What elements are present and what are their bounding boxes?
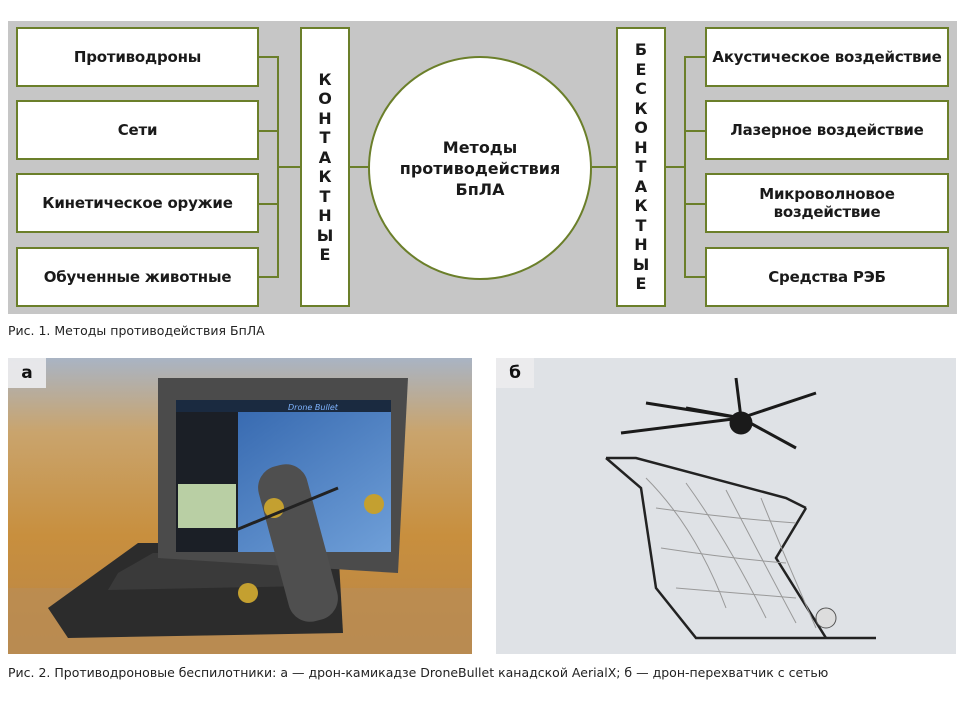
connector — [277, 56, 279, 278]
connector — [684, 56, 706, 58]
contact-item-kinetic: Кинетическое оружие — [16, 173, 259, 233]
noncontact-letter: А — [634, 176, 648, 196]
noncontact-letter: Б — [634, 40, 648, 60]
connector — [259, 56, 279, 58]
noncontact-letter: Т — [635, 157, 647, 177]
connector — [350, 166, 369, 168]
dronebullet — [235, 464, 384, 622]
noncontact-letter: Ы — [632, 254, 650, 274]
item-label: Микроволновое воздействие — [759, 185, 895, 221]
contact-item-animals: Обученные животные — [16, 247, 259, 307]
contact-letter: Е — [319, 245, 331, 264]
contact-letter: К — [318, 69, 332, 89]
noncontact-item-acoustic: Акустическое воздействие — [705, 27, 949, 87]
photo-b-tag: б — [496, 358, 534, 388]
photo-b-illustration — [496, 358, 956, 654]
captured-drone — [815, 607, 837, 629]
noncontact-item-laser: Лазерное воздействие — [705, 100, 949, 160]
center-line-2: противодействия — [399, 158, 561, 178]
item-label: Кинетическое оружие — [42, 194, 233, 212]
contact-letter: Ы — [316, 225, 334, 245]
connector — [259, 130, 279, 132]
center-line-1: Методы — [442, 137, 518, 157]
item-label: Противодроны — [73, 48, 202, 66]
contact-letter: О — [318, 89, 332, 108]
noncontact-letter: Н — [634, 137, 648, 157]
center-line-3: БпЛА — [455, 179, 505, 199]
noncontact-letter: С — [635, 79, 647, 99]
noncontact-item-ew: Средства РЭБ — [705, 247, 949, 307]
net-mesh — [645, 477, 817, 629]
connector — [666, 166, 686, 168]
contact-letter: А — [318, 147, 332, 167]
connector — [684, 276, 706, 278]
contact-letter: Н — [318, 108, 332, 128]
item-label: Сети — [117, 121, 158, 139]
contact-letter: Т — [319, 186, 331, 206]
contact-letter: К — [318, 167, 332, 186]
sky-background — [496, 358, 956, 654]
connector — [684, 203, 706, 205]
contact-letter: Н — [318, 206, 332, 225]
screen-title: Drone Bullet — [288, 403, 339, 412]
item-label: Акустическое воздействие — [712, 48, 942, 66]
noncontact-item-microwave: Микроволновое воздействие — [705, 173, 949, 233]
connector — [592, 166, 616, 168]
figure1-caption: Рис. 1. Методы противодействия БпЛА — [8, 323, 265, 338]
item-label: Лазерное воздействие — [730, 121, 924, 139]
noncontact-letter: Н — [634, 235, 648, 255]
photo-a-tag: а — [8, 358, 46, 388]
connector — [279, 166, 301, 168]
item-label: Обученные животные — [43, 268, 232, 286]
item-label: Средства РЭБ — [768, 268, 886, 286]
noncontact-letter: Т — [635, 215, 647, 235]
noncontact-letter: Е — [635, 274, 647, 294]
noncontact-letter: К — [634, 196, 648, 216]
noncontact-letter: Е — [635, 59, 647, 79]
photo-b-net-interceptor: б — [496, 358, 956, 654]
contact-item-nets: Сети — [16, 100, 259, 160]
noncontact-letter: О — [634, 118, 648, 138]
photo-a-illustration: Drone Bullet — [8, 358, 472, 654]
connector — [259, 276, 279, 278]
contact-letter: Т — [319, 128, 331, 147]
contact-item-antidrones: Противодроны — [16, 27, 259, 87]
figure2-caption: Рис. 2. Противодроновые беспилотники: а … — [8, 665, 829, 680]
connector — [259, 203, 279, 205]
noncontact-letter: К — [634, 98, 648, 118]
center-topic: Методы противодействия БпЛА — [368, 56, 592, 280]
photo-a-dronebullet: Drone Bullet а — [8, 358, 472, 654]
connector — [684, 56, 686, 278]
net-frame — [605, 456, 876, 640]
hexacopter — [620, 377, 817, 450]
connector — [684, 130, 706, 132]
